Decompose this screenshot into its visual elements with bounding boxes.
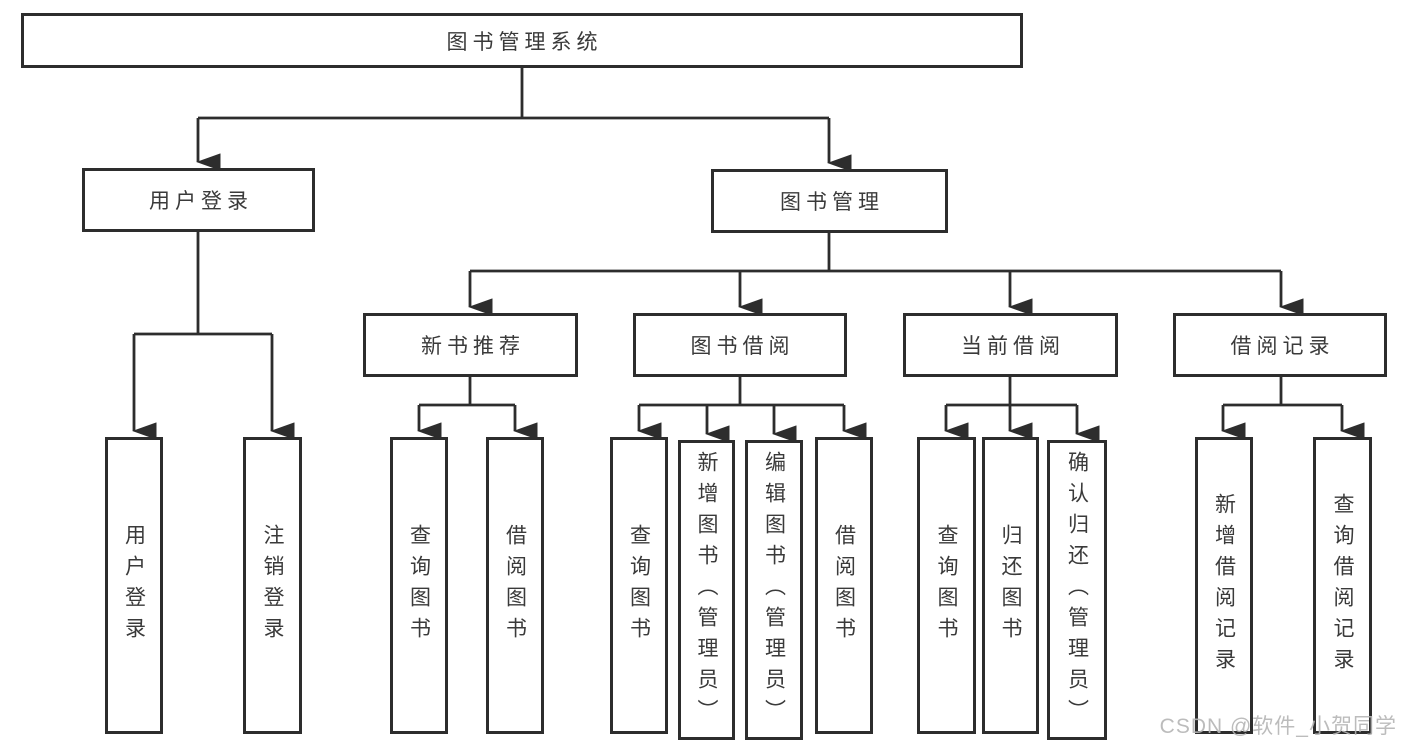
leaf-label: 新增图书（管理员） [695,450,718,730]
node-new-book-recommendation: 新书推荐 [363,313,578,377]
leaf-add-borrow-record: 新增借阅记录 [1195,437,1253,734]
leaf-label: 借阅图书 [832,523,856,648]
node-label: 图书管理 [780,191,884,214]
leaf-query-books-recommend: 查询图书 [390,437,448,734]
leaf-return-books: 归还图书 [982,437,1039,734]
leaf-label: 注销登录 [261,523,284,648]
leaf-borrow-books-recommend: 借阅图书 [486,437,544,734]
node-book-borrowing: 图书借阅 [633,313,847,377]
leaf-label: 借阅图书 [503,523,527,648]
node-label: 借阅记录 [1230,335,1335,358]
leaf-label: 查询图书 [935,523,958,648]
leaf-query-books-current: 查询图书 [917,437,976,734]
leaf-label: 用户登录 [122,523,146,648]
node-current-borrowing: 当前借阅 [903,313,1118,377]
leaf-query-books-borrowing: 查询图书 [610,437,668,734]
node-borrowing-records: 借阅记录 [1173,313,1387,377]
node-library-management-system: 图书管理系统 [21,13,1023,68]
node-book-management: 图书管理 [711,169,948,233]
leaf-edit-books-admin: 编辑图书（管理员） [745,440,803,740]
node-user-login: 用户登录 [82,168,315,232]
leaf-label: 查询图书 [407,523,431,648]
leaf-confirm-return-admin: 确认归还（管理员） [1047,440,1107,740]
leaf-label: 确认归还（管理员） [1065,450,1089,730]
leaf-add-books-admin: 新增图书（管理员） [678,440,735,740]
leaf-logout: 注销登录 [243,437,302,734]
leaf-label: 编辑图书（管理员） [762,450,786,730]
watermark-text: CSDN @软件_小贺同学 [1159,715,1397,738]
leaf-label: 查询借阅记录 [1331,492,1354,679]
leaf-borrow-books-borrowing: 借阅图书 [815,437,873,734]
node-label: 用户登录 [149,190,253,213]
leaf-query-borrow-record: 查询借阅记录 [1313,437,1372,734]
node-label: 图书借阅 [690,335,795,358]
leaf-label: 归还图书 [999,523,1022,648]
node-label: 图书管理系统 [446,30,603,54]
leaf-label: 查询图书 [627,523,651,648]
leaf-label: 新增借阅记录 [1212,492,1236,679]
node-label: 新书推荐 [421,335,525,358]
node-label: 当前借阅 [961,335,1065,358]
leaf-user-login: 用户登录 [105,437,163,734]
